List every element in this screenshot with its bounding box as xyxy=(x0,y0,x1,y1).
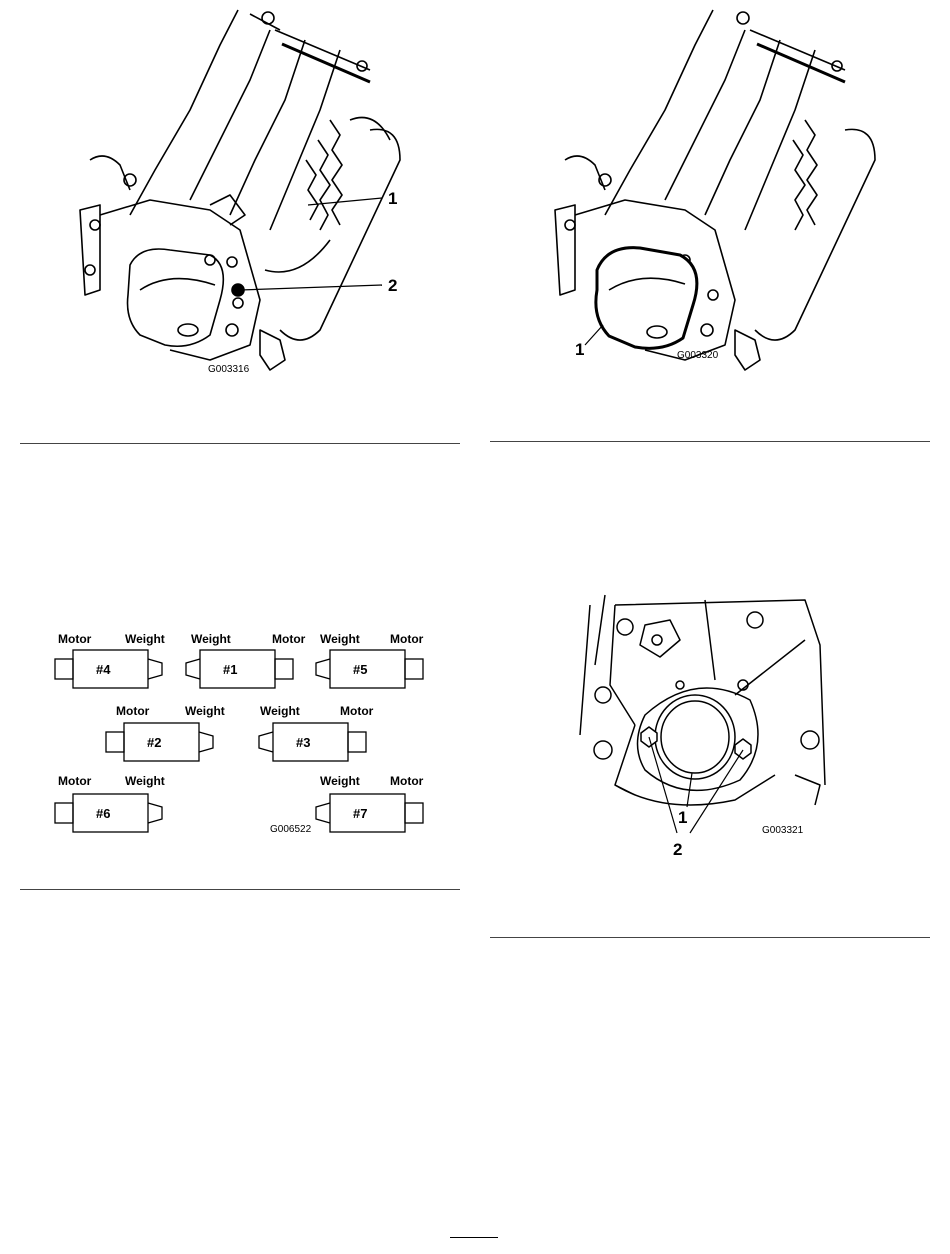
svg-text:Weight: Weight xyxy=(125,632,165,646)
section-divider xyxy=(20,443,460,444)
svg-text:Motor: Motor xyxy=(58,632,92,646)
svg-text:#3: #3 xyxy=(296,735,310,750)
unit-4: Motor Weight #4 xyxy=(55,632,165,688)
callout-1: 1 xyxy=(575,340,584,359)
callout-2: 2 xyxy=(388,276,397,295)
cutting-unit-cover-illustration: 1 G003320 xyxy=(545,0,905,380)
figure-unit-orientation: Motor Weight #4 Weight Motor #1 Weight M… xyxy=(40,625,440,845)
page-footer-rule xyxy=(450,1237,498,1238)
svg-text:#7: #7 xyxy=(353,806,367,821)
svg-text:Weight: Weight xyxy=(320,632,360,646)
unit-3: Weight Motor #3 xyxy=(259,704,374,761)
section-divider xyxy=(490,937,930,938)
section-divider xyxy=(490,441,930,442)
figure-code: G003320 xyxy=(677,350,719,361)
callout-1: 1 xyxy=(388,189,397,208)
section-divider xyxy=(20,889,460,890)
svg-text:Motor: Motor xyxy=(58,774,92,788)
figure-code: G006522 xyxy=(270,824,312,835)
unit-1: Weight Motor #1 xyxy=(186,632,306,688)
svg-text:Weight: Weight xyxy=(185,704,225,718)
figure-code: G003316 xyxy=(208,364,250,375)
cutting-unit-illustration: 1 2 G003316 xyxy=(70,0,430,380)
unit-6: Motor Weight #6 xyxy=(55,774,165,832)
svg-text:Weight: Weight xyxy=(260,704,300,718)
callout-1: 1 xyxy=(678,808,687,827)
svg-text:Motor: Motor xyxy=(272,632,306,646)
svg-text:#5: #5 xyxy=(353,662,367,677)
figure-code: G003321 xyxy=(762,825,804,836)
figure-cutting-unit-right: 1 G003320 xyxy=(545,0,905,380)
unit-5: Weight Motor #5 xyxy=(316,632,424,688)
svg-text:Weight: Weight xyxy=(320,774,360,788)
svg-text:#4: #4 xyxy=(96,662,111,677)
orientation-diagram: Motor Weight #4 Weight Motor #1 Weight M… xyxy=(40,625,440,845)
figure-cutting-unit-left: 1 2 G003316 xyxy=(70,0,430,380)
svg-text:#6: #6 xyxy=(96,806,110,821)
unit-7: Weight Motor #7 xyxy=(316,774,424,832)
svg-text:Motor: Motor xyxy=(390,632,424,646)
svg-text:Motor: Motor xyxy=(390,774,424,788)
bearing-illustration: 1 2 G003321 xyxy=(575,585,835,860)
svg-text:#1: #1 xyxy=(223,662,237,677)
callout-2: 2 xyxy=(673,840,682,859)
unit-2: Motor Weight #2 xyxy=(106,704,225,761)
svg-text:#2: #2 xyxy=(147,735,161,750)
svg-text:Motor: Motor xyxy=(116,704,150,718)
svg-text:Weight: Weight xyxy=(125,774,165,788)
svg-text:Motor: Motor xyxy=(340,704,374,718)
figure-bearing-housing: 1 2 G003321 xyxy=(575,585,835,860)
svg-text:Weight: Weight xyxy=(191,632,231,646)
